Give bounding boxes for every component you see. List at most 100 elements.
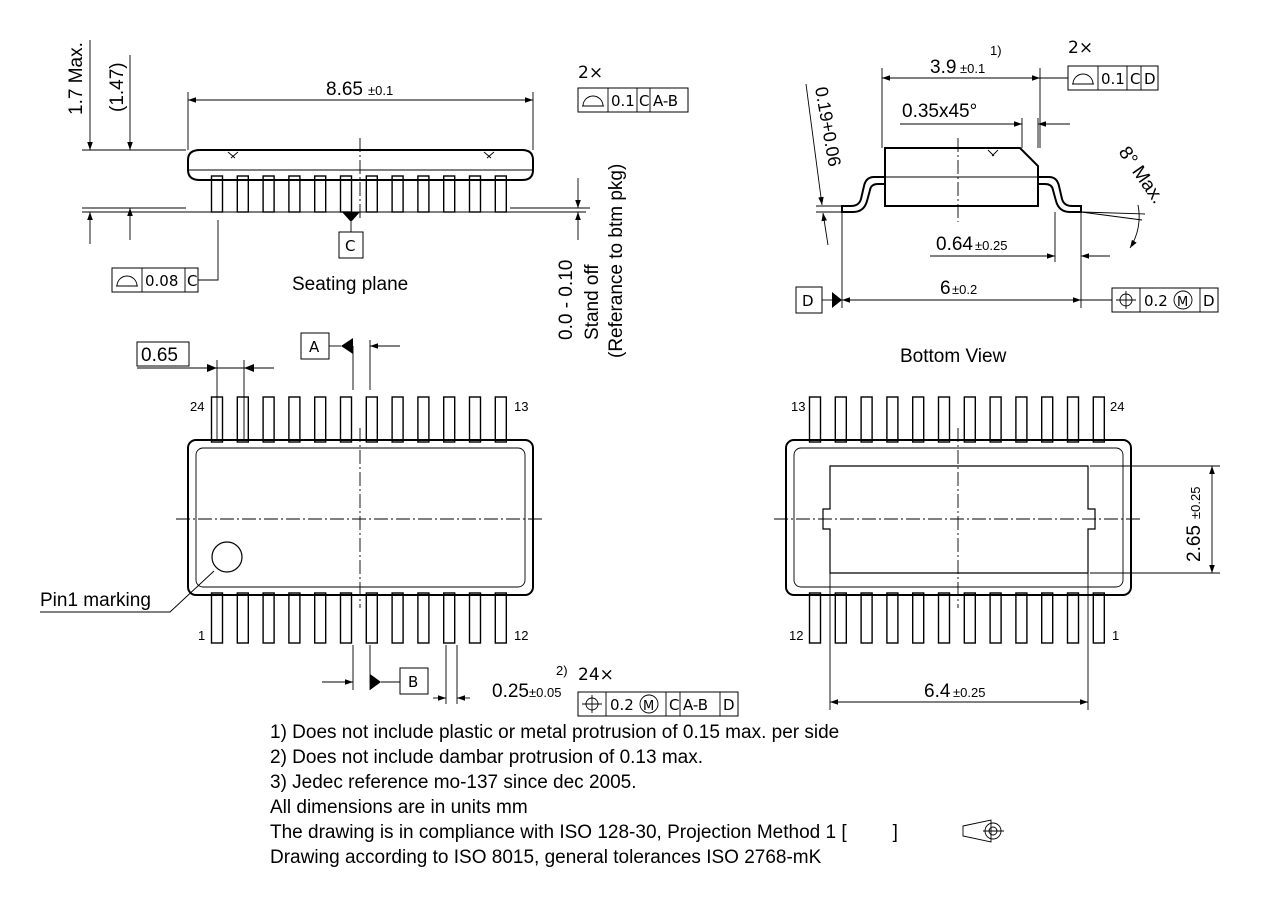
side-lead (391, 175, 404, 213)
pin1-label: Pin1 marking (40, 590, 151, 611)
lead-angle-dimension: 8° Max. (1114, 143, 1168, 208)
bottom-lead (1040, 396, 1054, 443)
bottom-pin-label-bottom-right: 1 (1112, 628, 1119, 643)
top-view-leads-lower (210, 592, 507, 644)
side-lead (365, 175, 378, 213)
top-view: 0.65 A 24 13 1 12 Pin1 marking B (40, 332, 739, 717)
side-view-body (187, 149, 534, 181)
side-lead (236, 175, 250, 213)
lead-note: 2) (556, 663, 568, 678)
top-pin-label-top-right: 13 (514, 399, 528, 414)
svg-text:M: M (1177, 295, 1188, 310)
top-lead (365, 396, 378, 443)
top-lead (417, 396, 430, 443)
top-lead (314, 592, 327, 644)
lead-thickness-dimension: 0.19+0.06 (811, 85, 845, 168)
profile-surface-icon (582, 95, 604, 107)
bottom-lead (989, 592, 1002, 644)
top-lead (443, 396, 456, 443)
standoff-note: Stand off (582, 264, 603, 340)
svg-text:0.1: 0.1 (1101, 70, 1125, 88)
bottom-lead (886, 396, 899, 443)
svg-text:C: C (1130, 70, 1140, 88)
side-lead (417, 175, 430, 213)
bottom-lead (860, 592, 873, 644)
bottom-lead (886, 592, 899, 644)
pad-width-dimension: 6.4 (924, 681, 951, 702)
top-lead (262, 592, 275, 644)
bottom-view: Bottom View 13 24 12 1 6.4 ±0.25 2.65 ±0… (774, 346, 1220, 710)
datum-c-box (338, 231, 364, 259)
top-lead (391, 396, 404, 443)
pad-width-tolerance: ±0.25 (953, 685, 985, 700)
top-lead (391, 592, 404, 644)
length-tolerance: ±0.1 (368, 83, 393, 98)
overall-width-dimension: 6 (940, 278, 951, 299)
top-lead (288, 396, 301, 443)
standoff-dimension: 0.0 - 0.10 (556, 260, 577, 340)
svg-text:C: C (639, 92, 649, 110)
top-lead (236, 396, 250, 443)
bottom-pin-label-bottom-left: 12 (789, 628, 803, 643)
top-lead (494, 592, 507, 644)
flatness-frame: 0.1 C A-B (577, 87, 689, 113)
top-lead (468, 396, 482, 443)
lead-width-dimension: 0.25 (492, 681, 529, 702)
bottom-lead (1066, 592, 1080, 644)
end-view: 3.9 ±0.1 1) 0.35x45° 2× 0.1 C D 0.19+0.0… (795, 38, 1219, 314)
side-lead (262, 175, 275, 213)
datum-a: A (309, 338, 320, 356)
lead-width-tolerance: ±0.05 (529, 685, 561, 700)
top-view-leads-upper (210, 396, 507, 443)
svg-text:0.08: 0.08 (145, 272, 178, 290)
side-lead (468, 175, 482, 213)
end-flatness-frame: 0.1 C D (1067, 65, 1159, 91)
bottom-lead (1040, 592, 1054, 644)
note-units: All dimensions are in units mm (270, 797, 528, 818)
end-view-lead-right (1038, 176, 1082, 213)
end-position-frame: 0.2 M D (1111, 287, 1219, 313)
side-lead (339, 175, 353, 213)
projection-method-symbol (962, 819, 1004, 843)
top-lead (443, 592, 456, 644)
bottom-lead (1066, 396, 1080, 443)
top-lead (339, 396, 353, 443)
top-lead (236, 592, 250, 644)
notes-block: 1) Does not include plastic or metal pro… (270, 720, 898, 870)
pitch-box (136, 341, 190, 367)
pad-height-tolerance: ±0.25 (1188, 487, 1203, 519)
top-pin-label-bottom-left: 1 (198, 628, 205, 643)
top-position-frame: 0.2 M C A-B D (577, 691, 739, 717)
svg-text:0.1: 0.1 (611, 92, 635, 110)
note-2: 2) Does not include dambar protrusion of… (270, 747, 704, 768)
top-lead (468, 592, 482, 644)
note-tolerances: Drawing according to ISO 8015, general t… (270, 847, 822, 868)
bottom-lead (860, 396, 873, 443)
svg-text:D: D (1144, 70, 1156, 88)
top-view-body (187, 439, 534, 596)
chamfer-dimension: 0.35x45° (902, 101, 977, 122)
top-lead (314, 396, 327, 443)
side-lead (314, 175, 327, 213)
bottom-lead (1015, 396, 1028, 443)
side-lead (210, 175, 224, 213)
note-1: 1) Does not include plastic or metal pro… (270, 722, 840, 743)
body-width-tolerance: ±0.1 (960, 61, 985, 76)
top-lead (288, 592, 301, 644)
pitch-dimension: 0.65 (141, 345, 178, 366)
end-view-datum: D (802, 292, 814, 310)
side-view-leads (210, 175, 507, 213)
bottom-lead (912, 592, 925, 644)
bottom-lead (912, 396, 925, 443)
svg-text:0.2: 0.2 (1144, 292, 1168, 310)
side-view: 8.65 ±0.1 1.7 Max. (1.47) 2× 0.1 C A-B (66, 40, 689, 358)
bottom-lead (937, 592, 951, 644)
end-view-lead-left (841, 176, 885, 213)
bottom-lead (989, 396, 1002, 443)
svg-text:A-B: A-B (653, 92, 678, 110)
top-lead (365, 592, 378, 644)
standoff-reference: (Referance to btm pkg) (606, 164, 627, 358)
svg-text:D: D (1203, 292, 1215, 310)
svg-text:C: C (669, 696, 679, 714)
